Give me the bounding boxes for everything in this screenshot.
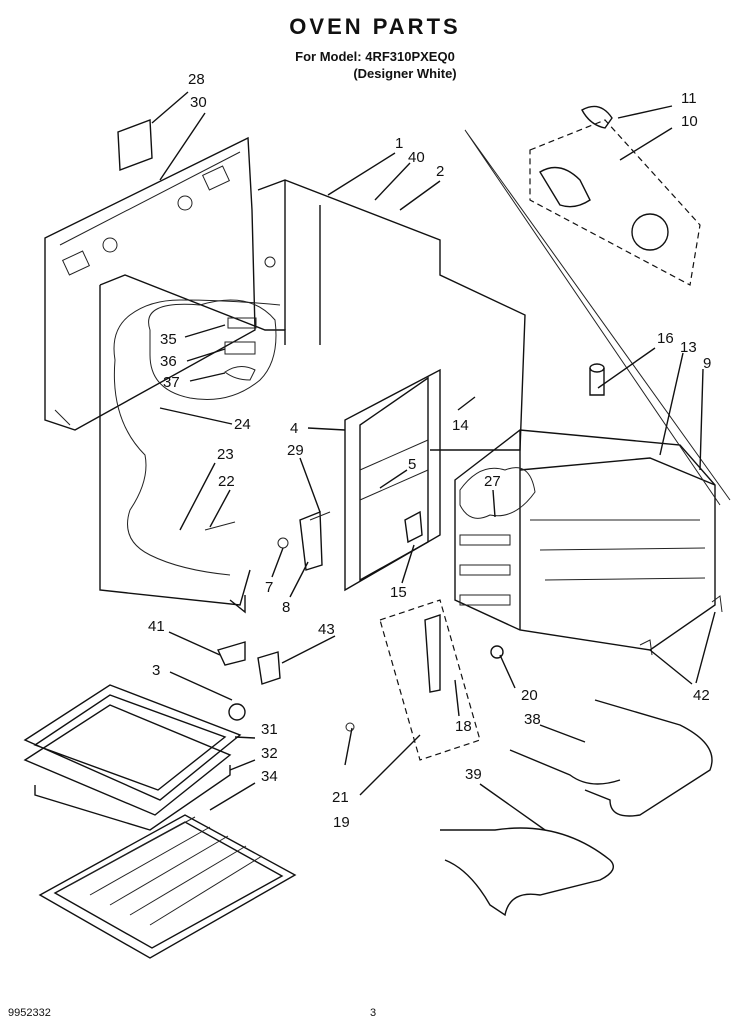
callout-13: 13 <box>680 339 697 356</box>
callout-34: 34 <box>261 768 278 785</box>
callout-43: 43 <box>318 621 335 638</box>
callout-32: 32 <box>261 745 278 762</box>
callout-5: 5 <box>408 456 416 473</box>
light-assembly-outline <box>529 119 701 286</box>
color-line: (Designer White) <box>353 66 457 81</box>
callout-23: 23 <box>217 446 234 463</box>
callout-36: 36 <box>160 353 177 370</box>
part-28-bracket <box>117 119 153 171</box>
callout-4: 4 <box>290 420 298 437</box>
callout-41: 41 <box>148 618 165 635</box>
callout-2: 2 <box>436 163 444 180</box>
callout-14: 14 <box>452 417 469 434</box>
callout-15: 15 <box>390 584 407 601</box>
bake-element-drawing <box>440 827 614 917</box>
page-title: OVEN PARTS <box>289 14 461 39</box>
oven-rack-assembly-drawing <box>454 429 716 651</box>
footer-code: 9952332 <box>8 1007 51 1019</box>
callout-16: 16 <box>657 330 674 347</box>
door-frame-drawing <box>344 368 441 592</box>
leader-lines <box>151 91 716 831</box>
callout-31: 31 <box>261 721 278 738</box>
broil-element-drawing <box>509 699 713 817</box>
callout-11: 11 <box>681 90 697 107</box>
model-line: For Model: 4RF310PXEQ0 <box>295 49 455 64</box>
callout-8: 8 <box>282 599 290 616</box>
broiler-pan-drawing <box>23 684 242 801</box>
callout-30: 30 <box>190 94 207 111</box>
oven-frame-drawing <box>99 179 526 614</box>
callout-18: 18 <box>455 718 472 735</box>
rear-panel-drawing <box>44 136 276 431</box>
page-number: 3 <box>370 1007 377 1019</box>
callout-9: 9 <box>703 355 711 372</box>
callout-19: 19 <box>333 814 350 831</box>
oven-rack-drawing <box>38 814 297 959</box>
callout-3: 3 <box>152 662 160 679</box>
callout-28: 28 <box>188 71 205 88</box>
wire-harness-drawing <box>113 299 281 576</box>
callout-29: 29 <box>287 442 304 459</box>
callout-7: 7 <box>265 579 273 596</box>
callout-10: 10 <box>681 113 698 130</box>
callout-1: 1 <box>395 135 403 152</box>
callout-40: 40 <box>408 149 425 166</box>
callout-22: 22 <box>218 473 235 490</box>
callout-42: 42 <box>693 687 710 704</box>
callout-38: 38 <box>524 711 541 728</box>
element-cover-drawing <box>148 299 277 401</box>
callout-24: 24 <box>234 416 251 433</box>
callout-20: 20 <box>521 687 538 704</box>
callout-37: 37 <box>163 374 180 391</box>
callout-39: 39 <box>465 766 482 783</box>
callout-27: 27 <box>484 473 501 490</box>
callout-35: 35 <box>160 331 177 348</box>
callout-21: 21 <box>332 789 349 806</box>
callout-labels: 28 30 1 40 2 11 10 16 13 9 35 36 37 24 4… <box>148 71 711 831</box>
